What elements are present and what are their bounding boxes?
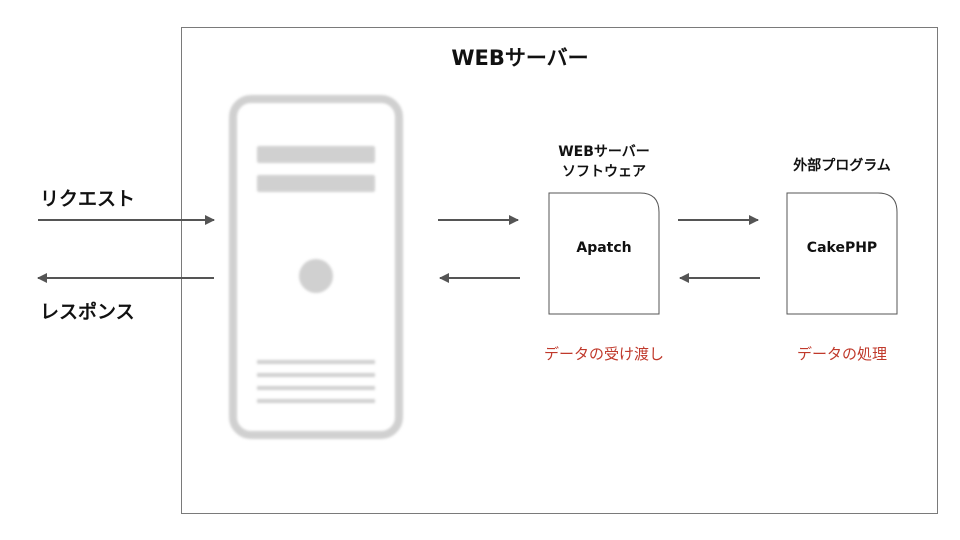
response-label: レスポンス (40, 301, 135, 323)
program-heading: 外部プログラム (793, 158, 891, 174)
software-heading-line1: WEBサーバー (558, 144, 650, 160)
apatch-document-shape (548, 192, 660, 315)
cakephp-document-shape (786, 192, 898, 315)
program-caption: データの処理 (796, 345, 887, 363)
web-server-title: WEBサーバー (451, 46, 589, 70)
software-heading-line2: ソフトウェア (562, 164, 646, 180)
cakephp-label: CakePHP (806, 240, 878, 256)
software-caption: データの受け渡し (543, 345, 664, 363)
web-server-frame (181, 27, 938, 514)
server-tower-icon (229, 95, 403, 439)
apatch-label: Apatch (576, 240, 632, 256)
request-label: リクエスト (40, 188, 136, 210)
